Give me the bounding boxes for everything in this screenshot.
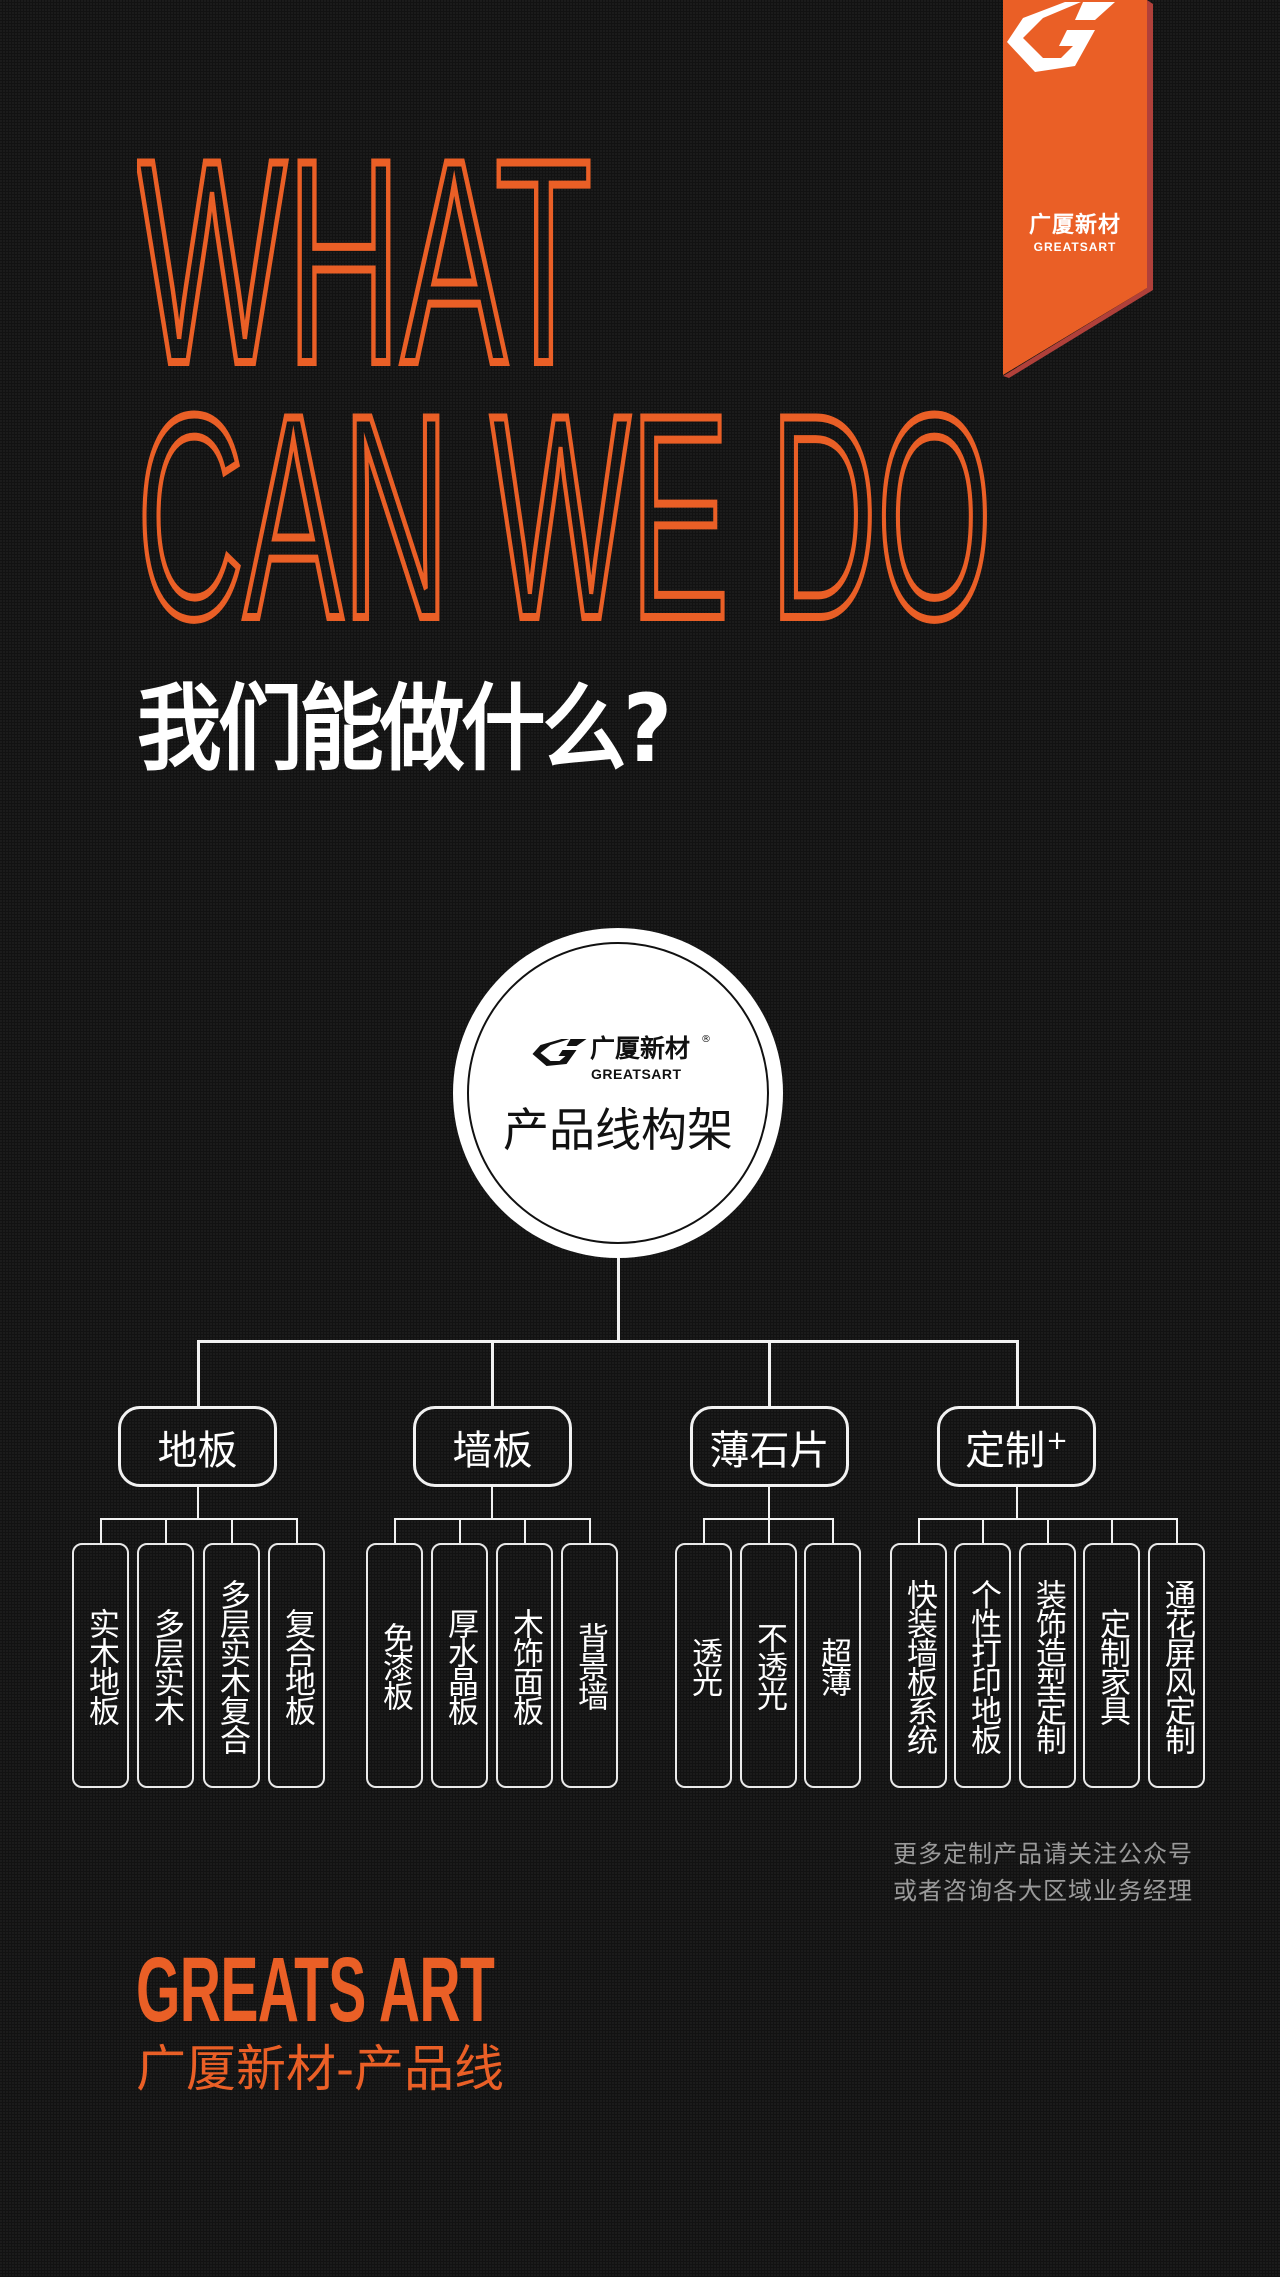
root-brand-en: GREATSART: [591, 1066, 682, 1082]
greatsart-g-logo-icon: [1007, 2, 1115, 72]
footer-title-cn: 广厦新材-产品线: [136, 2040, 505, 2098]
connector-leaf: [589, 1518, 591, 1544]
headline-what: WHAT: [137, 148, 592, 370]
connector-leaf: [296, 1518, 298, 1544]
note-line-2: 或者咨询各大区域业务经理: [893, 1877, 1193, 1905]
leaf-feature-wall[interactable]: 背景墙: [561, 1543, 618, 1788]
connector-leaf: [768, 1518, 770, 1544]
leaf-label: 复合地板: [279, 1607, 315, 1724]
brand-banner: 广厦新材 GREATSART: [1003, 0, 1153, 378]
leaf-label: 多层实木: [148, 1607, 184, 1724]
banner-brand-cn: 广厦新材: [1028, 213, 1121, 238]
leaf-solid-wood-floor[interactable]: 实木地板: [72, 1543, 129, 1788]
category-flooring[interactable]: 地板: [118, 1406, 277, 1487]
leaf-quick-install-wall-system[interactable]: 快装墙板系统: [890, 1543, 947, 1788]
leaf-thick-crystal-board[interactable]: 厚水晶板: [431, 1543, 488, 1788]
leaf-opaque[interactable]: 不透光: [740, 1543, 797, 1788]
leaf-composite-floor[interactable]: 复合地板: [268, 1543, 325, 1788]
root-node-circle: 广厦新材 ® GREATSART 产品线构架: [453, 928, 783, 1258]
leaf-label: 快装墙板系统: [901, 1578, 937, 1753]
leaf-lattice-screen-custom[interactable]: 通花屏风定制: [1148, 1543, 1205, 1788]
connector-leaf: [100, 1518, 102, 1544]
note-line-1: 更多定制产品请关注公众号: [893, 1840, 1193, 1868]
connector-cat-1-bar: [100, 1518, 298, 1520]
category-wall-panel[interactable]: 墙板: [413, 1406, 572, 1487]
headline-can-we-do: CAN WE DO: [137, 403, 992, 625]
connector-cat-2-bar: [394, 1518, 591, 1520]
leaf-label: 透光: [686, 1636, 722, 1695]
connector-leaf: [459, 1518, 461, 1544]
leaf-label: 通花屏风定制: [1159, 1578, 1195, 1753]
connector-leaf: [918, 1518, 920, 1544]
contact-note: 更多定制产品请关注公众号 或者咨询各大区域业务经理: [893, 1836, 1193, 1910]
category-label: 薄石片: [709, 1427, 830, 1474]
leaf-custom-furniture[interactable]: 定制家具: [1083, 1543, 1140, 1788]
connector-leaf: [231, 1518, 233, 1544]
connector-main-bar: [197, 1340, 1019, 1343]
leaf-label: 厚水晶板: [442, 1607, 478, 1724]
footer-title-en: GREATS ART: [136, 1939, 495, 2041]
connector-leaf: [524, 1518, 526, 1544]
leaf-label: 装饰造型定制: [1030, 1578, 1066, 1753]
leaf-wood-veneer-panel[interactable]: 木饰面板: [496, 1543, 553, 1788]
category-custom[interactable]: 定制+: [937, 1406, 1096, 1487]
banner-ribbon-shape: [1003, 0, 1153, 378]
connector-cat-2-down: [491, 1487, 493, 1519]
connector-leaf: [982, 1518, 984, 1544]
leaf-label: 多层实木复合: [214, 1578, 250, 1753]
root-node-title: 产品线构架: [503, 1103, 733, 1157]
headline-line-2: CAN WE DO: [133, 351, 1007, 683]
category-label: 定制: [965, 1427, 1046, 1474]
connector-leaf: [703, 1518, 705, 1544]
root-brand-cn: 广厦新材: [590, 1034, 691, 1063]
registered-mark: ®: [701, 1034, 711, 1045]
connector-cat-2: [491, 1340, 494, 1407]
connector-cat-4: [1016, 1340, 1019, 1407]
category-label: 地板: [157, 1427, 238, 1474]
connector-cat-1: [197, 1340, 200, 1407]
connector-leaf: [1176, 1518, 1178, 1544]
leaf-label: 背景墙: [572, 1622, 608, 1709]
connector-cat-3-down: [768, 1487, 770, 1519]
leaf-translucent[interactable]: 透光: [675, 1543, 732, 1788]
leaf-label: 免漆板: [377, 1622, 413, 1709]
leaf-label: 个性打印地板: [965, 1578, 1001, 1753]
circle-inner-ring: [467, 942, 769, 1244]
connector-cat-4-down: [1016, 1487, 1018, 1519]
connector-leaf: [832, 1518, 834, 1544]
leaf-label: 不透光: [751, 1622, 787, 1709]
leaf-ultra-thin[interactable]: 超薄: [804, 1543, 861, 1788]
leaf-multilayer-solid-wood[interactable]: 多层实木: [137, 1543, 194, 1788]
leaf-custom-print-floor[interactable]: 个性打印地板: [954, 1543, 1011, 1788]
banner-brand-en: GREATSART: [1033, 240, 1117, 254]
connector-leaf: [1047, 1518, 1049, 1544]
leaf-label: 木饰面板: [507, 1607, 543, 1724]
leaf-label: 超薄: [815, 1636, 851, 1695]
connector-leaf: [1111, 1518, 1113, 1544]
greatsart-g-logo-icon: [532, 1039, 587, 1066]
connector-cat-3: [768, 1340, 771, 1407]
headline-line-1: WHAT: [133, 96, 607, 428]
connector-leaf: [165, 1518, 167, 1544]
category-thin-stone[interactable]: 薄石片: [690, 1406, 849, 1487]
leaf-paint-free-board[interactable]: 免漆板: [366, 1543, 423, 1788]
headline-subtitle: 我们能做什么?: [137, 675, 672, 784]
connector-cat-1-down: [197, 1487, 199, 1519]
leaf-multilayer-composite[interactable]: 多层实木复合: [203, 1543, 260, 1788]
category-label: 墙板: [452, 1427, 533, 1474]
connector-leaf: [394, 1518, 396, 1544]
leaf-label: 实木地板: [83, 1607, 119, 1724]
connector-root-down: [617, 1258, 620, 1342]
leaf-label: 定制家具: [1094, 1607, 1130, 1724]
leaf-decorative-shape-custom[interactable]: 装饰造型定制: [1019, 1543, 1076, 1788]
